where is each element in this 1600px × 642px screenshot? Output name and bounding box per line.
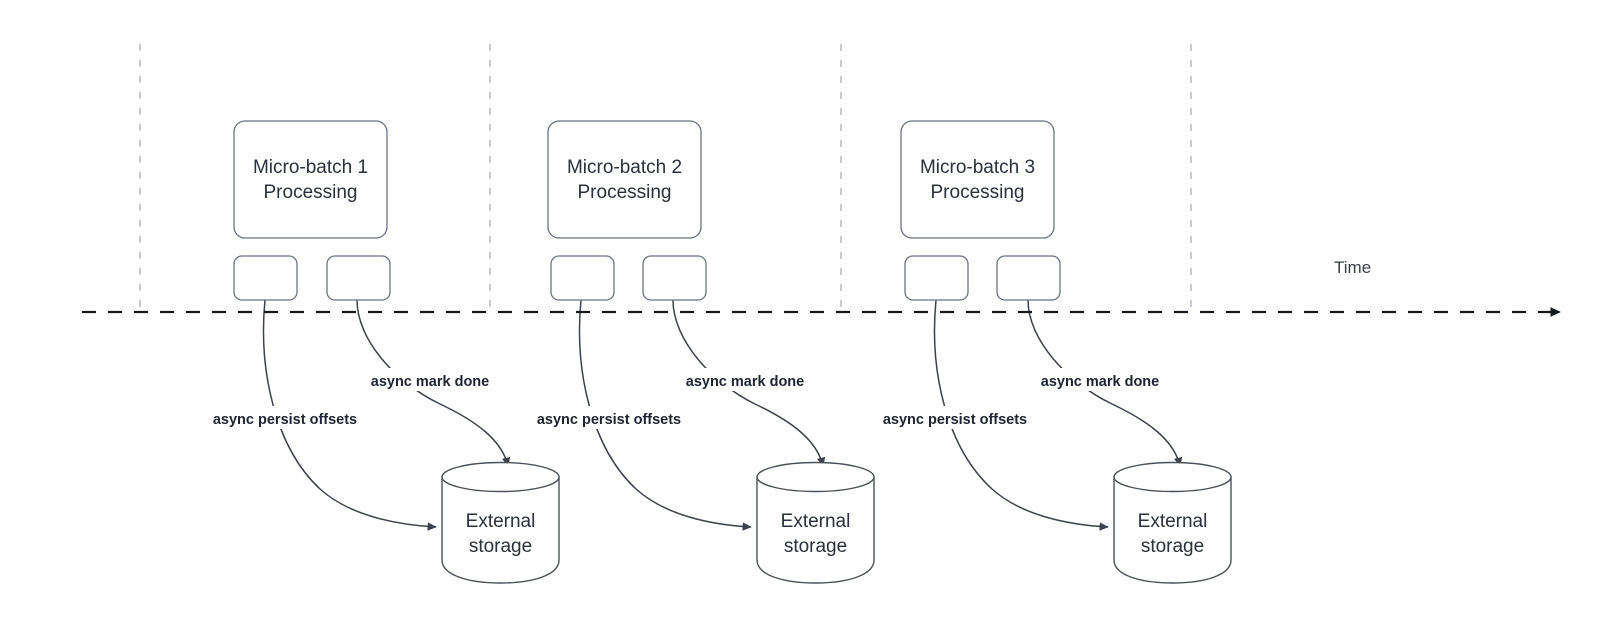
edge-label-mark-done-1: async mark done bbox=[358, 368, 502, 391]
offsets-task-box-1[interactable] bbox=[233, 255, 298, 301]
mark-done-task-box-2[interactable] bbox=[642, 255, 707, 301]
micro-batch-box-3-label-line2: Processing bbox=[931, 182, 1025, 203]
edge-label-mark-done-3-bg bbox=[1028, 368, 1172, 391]
micro-batch-box-3[interactable]: Micro-batch 3 Processing bbox=[900, 120, 1055, 239]
external-storage-cylinder-1-label-line2: storage bbox=[469, 536, 532, 557]
edge-persist-offsets-3-path bbox=[933, 299, 1109, 531]
edge-label-mark-done-2-bg bbox=[673, 368, 817, 391]
mark-done-task-box-3[interactable] bbox=[996, 255, 1061, 301]
edge-label-mark-done-2-text: async mark done bbox=[686, 374, 804, 390]
external-storage-cylinder-2-label-line1: External bbox=[781, 511, 851, 532]
external-storage-cylinder-2-body[interactable] bbox=[756, 476, 875, 584]
edge-label-persist-offsets-3-text: async persist offsets bbox=[883, 412, 1027, 428]
edge-label-mark-done-3: async mark done bbox=[1028, 368, 1172, 391]
micro-batch-box-2-rect[interactable] bbox=[547, 120, 702, 239]
external-storage-cylinder-3-label-line2: storage bbox=[1141, 536, 1204, 557]
edge-persist-offsets-2-path bbox=[578, 299, 752, 531]
micro-batch-box-3-rect[interactable] bbox=[900, 120, 1055, 239]
external-storage-cylinder-3-top bbox=[1113, 461, 1232, 493]
micro-batch-box-1-rect[interactable] bbox=[233, 120, 388, 239]
micro-batch-box-3-label-line1: Micro-batch 3 bbox=[920, 157, 1035, 178]
external-storage-cylinder-2-top bbox=[756, 461, 875, 493]
edge-label-persist-offsets-3: async persist offsets bbox=[866, 406, 1044, 429]
edge-group-3 bbox=[933, 299, 1183, 531]
micro-batch-box-1-label-line2: Processing bbox=[264, 182, 358, 203]
time-axis-label: Time bbox=[1334, 258, 1371, 277]
micro-batch-box-1-label-line1: Micro-batch 1 bbox=[253, 157, 368, 178]
micro-batch-group-3: Micro-batch 3 Processing External storag… bbox=[866, 120, 1232, 584]
micro-batch-box-2[interactable]: Micro-batch 2 Processing bbox=[547, 120, 702, 239]
edge-persist-offsets-1-path bbox=[262, 299, 437, 531]
edge-label-persist-offsets-2-text: async persist offsets bbox=[537, 412, 681, 428]
divider-group bbox=[139, 44, 1192, 312]
offsets-task-box-3[interactable] bbox=[904, 255, 969, 301]
micro-batch-box-2-label-line2: Processing bbox=[578, 182, 672, 203]
external-storage-cylinder-3-label-line1: External bbox=[1138, 511, 1208, 532]
edge-label-mark-done-3-text: async mark done bbox=[1041, 374, 1159, 390]
offsets-task-box-2[interactable] bbox=[550, 255, 615, 301]
external-storage-cylinder-1-top bbox=[441, 461, 560, 493]
micro-batch-group-1: Micro-batch 1 Processing External storag… bbox=[196, 120, 560, 584]
micro-batch-box-1[interactable]: Micro-batch 1 Processing bbox=[233, 120, 388, 239]
edge-label-mark-done-1-text: async mark done bbox=[371, 374, 489, 390]
edge-label-persist-offsets-2: async persist offsets bbox=[520, 406, 698, 429]
external-storage-cylinder-1[interactable]: External storage bbox=[441, 461, 560, 584]
edge-mark-done-3-path bbox=[1027, 299, 1183, 467]
external-storage-cylinder-1-label-line1: External bbox=[466, 511, 536, 532]
mark-done-task-box-1[interactable] bbox=[326, 255, 391, 301]
external-storage-cylinder-3[interactable]: External storage bbox=[1113, 461, 1232, 584]
edge-label-persist-offsets-1: async persist offsets bbox=[196, 406, 374, 429]
edge-label-persist-offsets-1-bg bbox=[196, 406, 374, 429]
external-storage-cylinder-2-label-line2: storage bbox=[784, 536, 847, 557]
edge-group-2 bbox=[578, 299, 826, 531]
external-storage-cylinder-3-body[interactable] bbox=[1113, 476, 1232, 584]
edge-label-persist-offsets-2-bg bbox=[520, 406, 698, 429]
edge-label-mark-done-2: async mark done bbox=[673, 368, 817, 391]
edge-label-mark-done-1-bg bbox=[358, 368, 502, 391]
micro-batch-box-2-label-line1: Micro-batch 2 bbox=[567, 157, 682, 178]
external-storage-cylinder-2[interactable]: External storage bbox=[756, 461, 875, 584]
edge-mark-done-2-path bbox=[672, 299, 826, 467]
micro-batch-group-2: Micro-batch 2 Processing External storag… bbox=[520, 120, 875, 584]
external-storage-cylinder-1-body[interactable] bbox=[441, 476, 560, 584]
edge-mark-done-1-path bbox=[356, 299, 511, 467]
timeline-axis: Time bbox=[82, 258, 1561, 317]
edge-group-1 bbox=[262, 299, 511, 531]
edge-label-persist-offsets-1-text: async persist offsets bbox=[213, 412, 357, 428]
edge-label-persist-offsets-3-bg bbox=[866, 406, 1044, 429]
